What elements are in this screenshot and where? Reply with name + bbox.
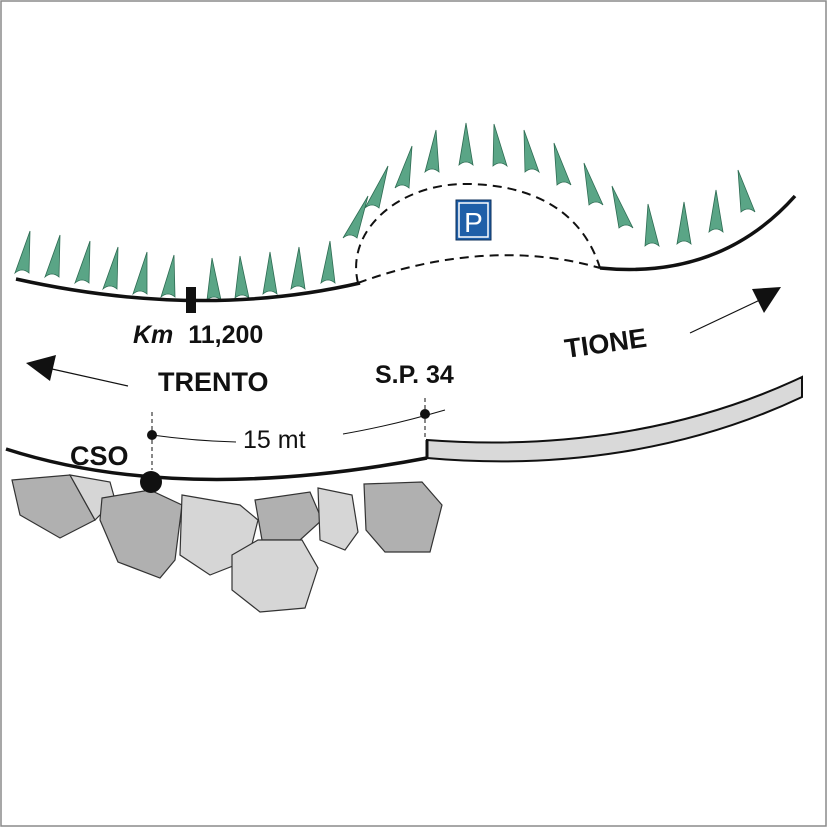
conifer-tree-icon: [676, 201, 692, 246]
rock-icon: [254, 491, 323, 541]
conifer-tree-icon: [424, 129, 440, 174]
km-value: 11,200: [188, 321, 263, 349]
conifer-tree-icon: [320, 240, 336, 285]
conifer-tree-icon: [44, 234, 61, 279]
parking-letter: P: [464, 207, 483, 238]
km-marker-icon: [186, 287, 196, 313]
rock-icon: [317, 487, 359, 551]
guard-barrier: [426, 375, 803, 463]
distance-line-left: [151, 434, 237, 443]
conifer-tree-icon: [737, 169, 756, 213]
conifer-tree-icon: [74, 240, 91, 285]
road-label: S.P. 34: [375, 361, 454, 389]
km-label: Km 11,200: [133, 321, 263, 349]
station-point-icon: [420, 409, 430, 419]
parking-sign-icon: P: [455, 199, 492, 241]
conifer-tree-icon: [644, 203, 660, 248]
conifer-tree-icon: [492, 123, 508, 168]
conifer-tree-icon: [102, 246, 119, 291]
rock-pile: [11, 474, 443, 613]
parking-area-outline-bottom: [357, 254, 601, 284]
conifer-tree-icon: [132, 251, 148, 296]
conifer-tree-icon: [553, 142, 572, 186]
rock-icon: [99, 489, 183, 579]
parking-area-outline-top: [355, 182, 601, 284]
distance-label: 15 mt: [243, 426, 306, 454]
km-prefix: Km: [133, 321, 173, 349]
station-point-icon: [147, 430, 157, 440]
direction-arrow-trento: [26, 355, 129, 387]
cso-point-icon: [140, 471, 162, 493]
conifer-tree-icon: [14, 230, 31, 275]
conifer-tree-icon: [290, 246, 306, 291]
road-edge-south: [5, 447, 428, 482]
road-edge-north-right: [599, 194, 797, 272]
direction-arrow-tione: [689, 287, 781, 334]
conifer-tree-icon: [262, 251, 278, 296]
conifer-tree-icon: [458, 122, 474, 167]
conifer-tree-icon: [708, 189, 724, 234]
distance-line-right: [342, 409, 446, 435]
rock-icon: [231, 539, 319, 613]
conifer-tree-icon: [342, 195, 369, 239]
conifer-tree-icon: [394, 145, 413, 189]
tree-row: [14, 122, 756, 302]
conifer-tree-icon: [364, 165, 389, 209]
cso-label: CSO: [70, 441, 129, 471]
conifer-tree-icon: [611, 185, 634, 229]
conifer-tree-icon: [583, 162, 604, 206]
rock-icon: [11, 474, 96, 539]
rock-icon: [363, 481, 443, 553]
conifer-tree-icon: [523, 129, 540, 174]
trento-label: TRENTO: [158, 367, 269, 397]
conifer-tree-icon: [160, 254, 176, 299]
